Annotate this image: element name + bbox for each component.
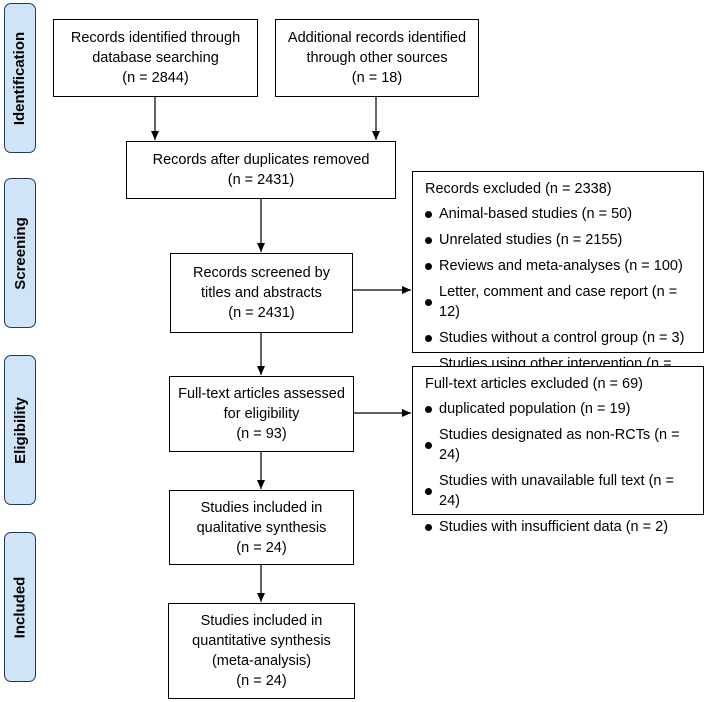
list-item: Reviews and meta-analyses (n = 100) [425, 256, 693, 276]
box-fulltext-excluded: Full-text articles excluded (n = 69) dup… [412, 366, 704, 535]
records-excluded-title: Records excluded (n = 2338) [425, 181, 612, 197]
phase-label: Identification [11, 31, 29, 125]
list-item: Studies with insufficient data (n = 2) [425, 517, 693, 537]
box-qualitative-synthesis: Studies included in qualitative synthesi… [169, 490, 354, 565]
box-records-excluded: Records excluded (n = 2338) Animal-based… [412, 171, 704, 392]
phase-included: Included [4, 532, 36, 682]
fulltext-excluded-title: Full-text articles excluded (n = 69) [425, 376, 643, 392]
bullet-icon [425, 262, 432, 270]
fulltext-excluded-list: duplicated population (n = 19) Studies d… [425, 399, 693, 537]
bullet-icon [425, 210, 432, 218]
list-item: Studies designated as non-RCTs (n = 24) [425, 425, 693, 465]
phase-label: Included [11, 576, 29, 638]
bullet-icon [425, 236, 432, 244]
bullet-icon [425, 334, 432, 342]
bullet-icon [425, 523, 432, 531]
list-item: Letter, comment and case report (n = 12) [425, 282, 693, 322]
bullet-icon [425, 487, 432, 495]
bullet-icon [425, 405, 432, 413]
box-database-searching: Records identified through database sear… [53, 19, 258, 97]
bullet-icon [425, 441, 432, 449]
box-after-duplicates: Records after duplicates removed (n = 24… [126, 141, 396, 199]
phase-eligibility: Eligibility [4, 355, 36, 505]
list-item: Unrelated studies (n = 2155) [425, 230, 693, 250]
box-full-text-assessed: Full-text articles assessed for eligibil… [169, 376, 354, 452]
list-item: Studies without a control group (n = 3) [425, 328, 693, 348]
list-item: duplicated population (n = 19) [425, 399, 693, 419]
bullet-icon [425, 298, 432, 306]
box-screened: Records screened by titles and abstracts… [170, 253, 353, 333]
list-item: Animal-based studies (n = 50) [425, 204, 693, 224]
box-other-sources: Additional records identified through ot… [275, 19, 479, 97]
phase-screening: Screening [4, 178, 36, 328]
phase-label: Screening [11, 216, 29, 290]
phase-label: Eligibility [11, 396, 29, 464]
phase-identification: Identification [4, 3, 36, 153]
list-item: Studies with unavailable full text (n = … [425, 471, 693, 511]
box-quantitative-synthesis: Studies included in quantitative synthes… [168, 603, 355, 699]
